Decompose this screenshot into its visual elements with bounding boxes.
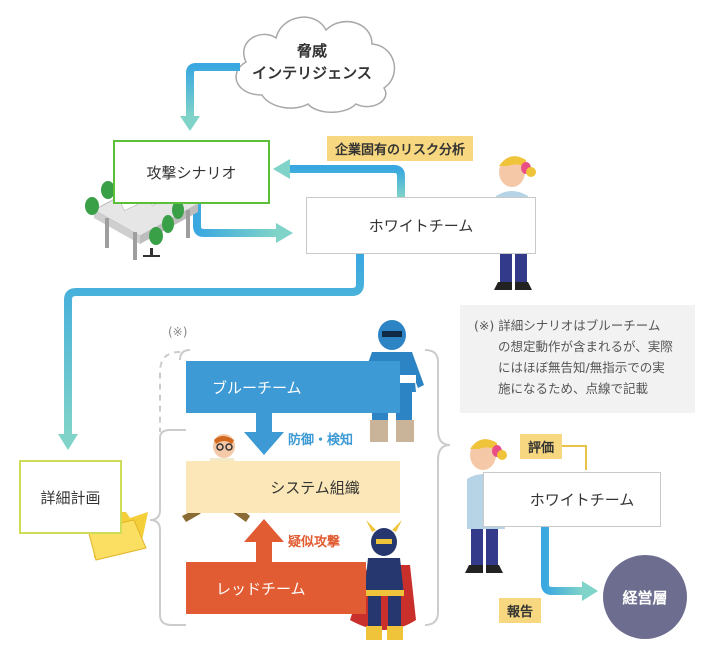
- note-line1: (※) 詳細シナリオはブルーチーム: [474, 315, 687, 336]
- arrow-blue-to-system: [244, 413, 284, 455]
- blue-team-label: ブルーチーム: [212, 378, 302, 397]
- detailed-plan-box: 詳細計画: [19, 460, 122, 534]
- red-villain-illustration: [350, 520, 416, 640]
- white-team-box-top: ホワイトチーム: [306, 197, 536, 254]
- risk-analysis-label: 企業固有のリスク分析: [335, 143, 466, 158]
- cloud-shape: [235, 16, 396, 113]
- detailed-plan-label: 詳細計画: [40, 488, 101, 507]
- evaluation-label: 評価: [528, 441, 555, 456]
- note-mark: (※): [474, 318, 495, 333]
- report-label: 報告: [507, 605, 534, 620]
- management-circle: 経営層: [603, 555, 687, 639]
- cloud-label-line1: 脅威: [296, 42, 327, 60]
- attack-scenario-box: 攻撃シナリオ: [113, 140, 270, 204]
- system-org-box: システム組織: [186, 461, 400, 513]
- dashed-connector: [159, 351, 181, 432]
- arrow-scenario-to-whiteteam: [193, 204, 293, 243]
- red-team-box: レッドチーム: [186, 562, 366, 614]
- white-team-bottom-label: ホワイトチーム: [529, 491, 635, 509]
- management-label: 経営層: [622, 588, 668, 607]
- evaluation-tag: 評価: [520, 434, 563, 459]
- evaluation-connector: [560, 445, 587, 470]
- blue-team-box: ブルーチーム: [186, 361, 400, 413]
- attack-scenario-label: 攻撃シナリオ: [146, 163, 237, 182]
- risk-analysis-tag: 企業固有のリスク分析: [327, 136, 474, 161]
- arrow-whiteteam-to-plan: [58, 254, 364, 450]
- note-text-line1: 詳細シナリオはブルーチーム: [498, 318, 661, 333]
- note-text-line3: にはほぼ無告知/無指示での実: [498, 360, 665, 375]
- report-tag: 報告: [499, 598, 542, 623]
- note-box: (※) 詳細シナリオはブルーチーム の想定動作が含まれるが、実際 にはほぼ無告知…: [460, 305, 695, 413]
- pseudo-attack-label: 疑似攻撃: [288, 535, 341, 550]
- teams-bracket: [149, 349, 451, 626]
- cloud-label-line2: インテリジェンス: [252, 64, 372, 82]
- note-text-line4: 施になるため、点線で記載: [498, 381, 649, 396]
- arrow-whiteteam-to-management: [541, 527, 598, 601]
- red-team-label: レッドチーム: [216, 579, 306, 598]
- cloud-label: 脅威 インテリジェンス: [250, 40, 374, 84]
- white-team-top-label: ホワイトチーム: [368, 217, 474, 235]
- defense-detection-label: 防御・検知: [288, 433, 354, 448]
- note-marker: (※): [168, 325, 188, 339]
- arrow-cloud-to-scenario: [180, 63, 240, 131]
- system-org-label: システム組織: [270, 478, 360, 497]
- arrow-red-to-system: [244, 519, 284, 562]
- note-text-line2: の想定動作が含まれるが、実際: [498, 339, 673, 354]
- arrow-whiteteam-to-scenario: [273, 159, 405, 197]
- white-team-box-bottom: ホワイトチーム: [483, 472, 661, 527]
